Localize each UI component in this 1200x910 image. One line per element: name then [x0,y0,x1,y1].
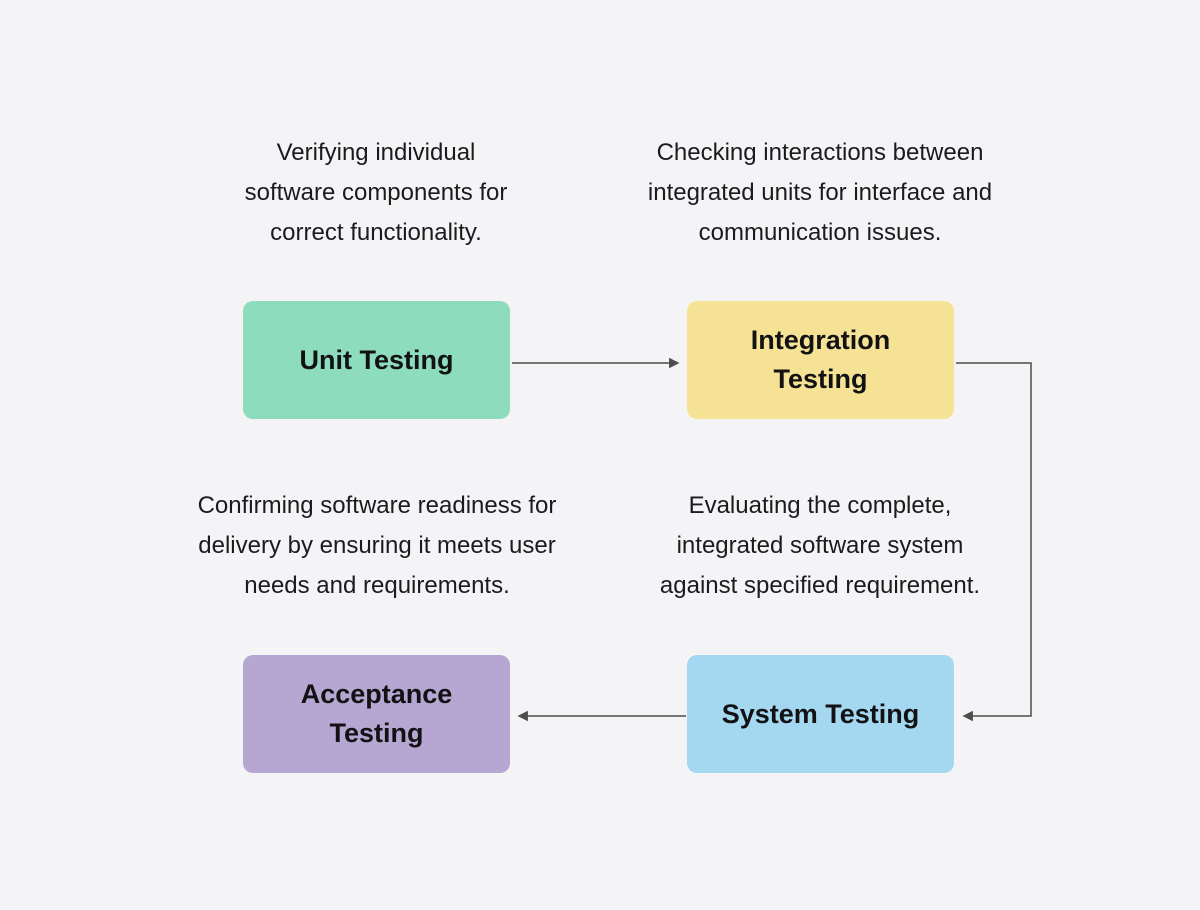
node-acceptance-testing: Acceptance Testing [243,655,510,773]
node-unit-testing-label: Unit Testing [299,344,454,375]
integration-testing-description: Checking interactions between integrated… [647,139,993,246]
node-unit-testing: Unit Testing [243,301,510,419]
system-testing-description: Evaluating the complete, integrated soft… [659,492,981,599]
node-integration-testing-label: Integration Testing [750,325,891,394]
node-acceptance-testing-label: Acceptance Testing [300,679,453,748]
node-integration-testing: Integration Testing [687,301,954,419]
acceptance-testing-description: Confirming software readiness for delive… [197,492,557,599]
unit-testing-description: Verifying individual software components… [244,139,508,246]
node-system-testing-label: System Testing [721,698,920,729]
node-system-testing: System Testing [687,655,954,773]
